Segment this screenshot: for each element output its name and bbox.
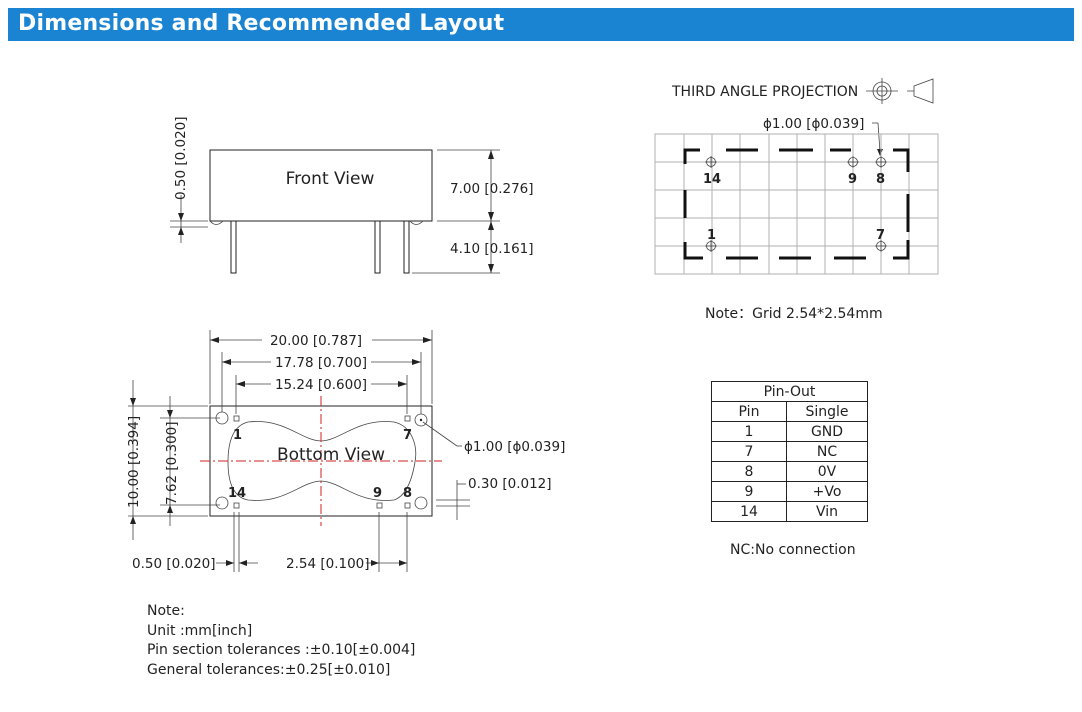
bottom-edge-dim: 0.50 [0.020] — [132, 556, 216, 572]
bottom-view: Bottom View 1 7 14 9 8 20.00 [0.787] 17.… — [126, 330, 565, 572]
grid-note: Note：Grid 2.54*2.54mm — [705, 306, 883, 322]
recommended-footprint: THIRD ANGLE PROJECTION ϕ1.00 [ϕ0.039] — [654, 78, 939, 322]
front-pin-left — [230, 220, 237, 274]
section-title: Dimensions and Recommended Layout — [18, 11, 505, 36]
footprint-hole-dim: ϕ1.00 [ϕ0.039] — [763, 116, 864, 132]
bottom-pin-9-label: 9 — [373, 486, 382, 501]
notes-unit: Unit :mm[inch] — [147, 622, 253, 639]
bottom-pitch-dim: 2.54 [0.100] — [286, 556, 370, 572]
bottom-outer-span-dim: 17.78 [0.700] — [275, 355, 367, 371]
footprint-pin-8-label: 8 — [876, 172, 885, 187]
pinout-title: Pin-Out — [711, 381, 868, 402]
bottom-inner-span-dim: 15.24 [0.600] — [275, 377, 367, 393]
bottom-row-span-dim: 7.62 [0.300] — [164, 421, 180, 505]
pin-function: Vin — [786, 501, 868, 522]
front-standoff-dim: 0.50 [0.020] — [173, 116, 189, 200]
footprint-pin-7-label: 7 — [876, 228, 885, 243]
front-view: Front View 7.00 [0.276] 4.10 [0.161] 0.5… — [170, 116, 534, 274]
pin-function: NC — [786, 441, 868, 462]
pinout-header-function: Single — [786, 401, 868, 422]
bottom-width-dim: 20.00 [0.787] — [270, 333, 362, 349]
tolerance-notes: Note: Unit :mm[inch] Pin section toleran… — [147, 602, 415, 680]
bottom-hole-dim: ϕ1.00 [ϕ0.039] — [464, 439, 565, 455]
pin-pad-8 — [404, 502, 411, 509]
section-header: Dimensions and Recommended Layout — [8, 8, 1074, 41]
footprint-grid — [654, 133, 939, 275]
front-pin-mid — [374, 220, 381, 274]
bottom-pin-8-label: 8 — [403, 486, 412, 501]
footprint-outline — [683, 148, 910, 260]
front-pin-length-dim: 4.10 [0.161] — [450, 241, 534, 257]
front-view-body — [209, 149, 433, 222]
locating-hole-bottom-left — [215, 496, 229, 510]
front-standoff-right — [409, 220, 424, 225]
front-pin-right — [403, 220, 410, 274]
front-standoff-left — [209, 220, 224, 225]
pin-number: 1 — [711, 421, 787, 442]
footprint-pin-9-label: 9 — [848, 172, 857, 187]
projection-label: THIRD ANGLE PROJECTION — [671, 84, 858, 100]
front-view-label: Front View — [286, 169, 375, 189]
table-row: 1 GND — [711, 421, 868, 442]
bottom-pin-7-label: 7 — [403, 428, 412, 443]
notes-pin-tolerance: Pin section tolerances :±0.10[±0.004] — [147, 642, 416, 658]
pin-pad-1 — [233, 415, 240, 422]
bottom-label-outline — [227, 421, 417, 501]
bottom-pin-thickness-dim: 0.30 [0.012] — [468, 476, 552, 492]
footprint-pin-14-label: 14 — [703, 172, 721, 187]
table-row: 7 NC — [711, 441, 868, 462]
pin-number: 9 — [711, 481, 787, 502]
notes-heading: Note: — [147, 603, 185, 619]
table-row: 9 +Vo — [711, 481, 868, 502]
pin-function: 0V — [786, 461, 868, 482]
bottom-pin-14-label: 14 — [228, 486, 246, 501]
pin-number: 7 — [711, 441, 787, 462]
bottom-pin-1-label: 1 — [233, 428, 242, 443]
bottom-height-dim: 10.00 [0.394] — [126, 416, 142, 508]
pin-pad-9 — [376, 502, 383, 509]
front-height-dim: 7.00 [0.276] — [450, 181, 534, 197]
pin-function: +Vo — [786, 481, 868, 502]
nc-note: NC:No connection — [730, 542, 856, 558]
pin-number: 14 — [711, 501, 787, 522]
pin-function: GND — [786, 421, 868, 442]
footprint-pin-1-label: 1 — [707, 228, 716, 243]
pin-pad-14 — [233, 502, 240, 509]
bottom-view-label: Bottom View — [277, 445, 385, 465]
pinout-table: Pin-Out Pin Single 1 GND 7 NC 8 0V 9 +Vo… — [711, 381, 868, 522]
table-row: 8 0V — [711, 461, 868, 482]
projection-symbol-cone — [907, 78, 934, 104]
pin-number: 8 — [711, 461, 787, 482]
table-row: 14 Vin — [711, 501, 868, 522]
pin-pad-7 — [404, 415, 411, 422]
locating-hole-bottom-right — [414, 496, 428, 510]
notes-general-tolerance: General tolerances:±0.25[±0.010] — [147, 661, 391, 678]
pinout-header-pin: Pin — [711, 401, 787, 422]
